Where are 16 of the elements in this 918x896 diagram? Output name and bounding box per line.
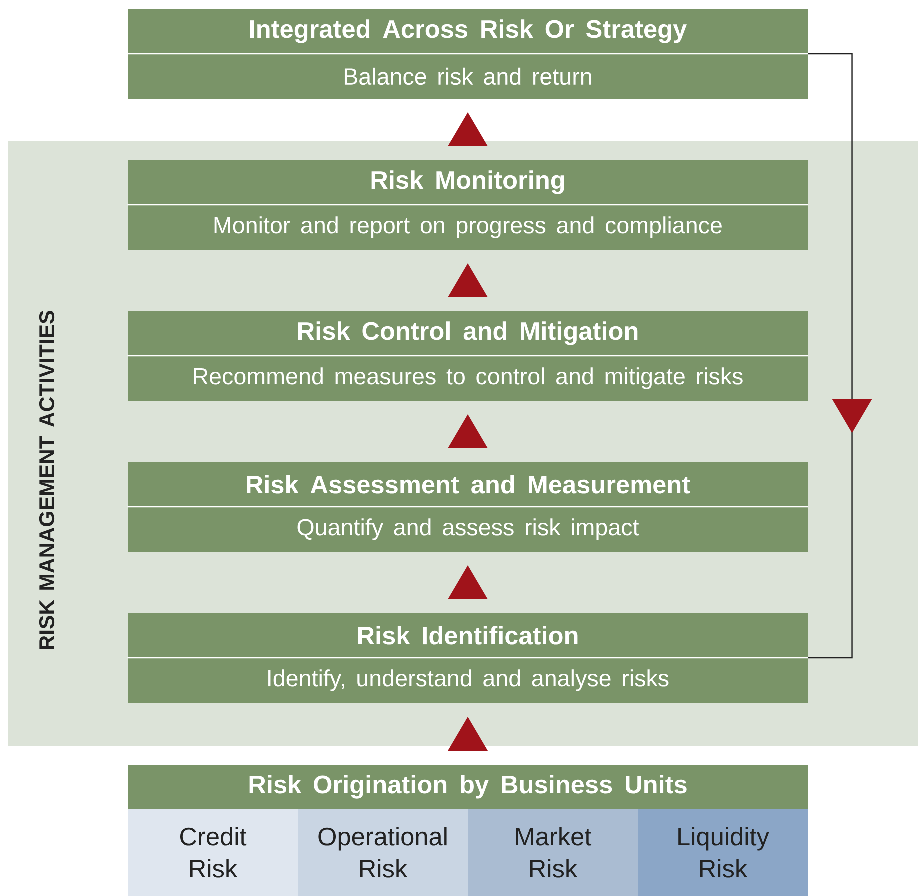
unit-panel: Risk Origination by Business Units — [128, 765, 808, 809]
arrow — [448, 566, 488, 600]
risk-cell: Credit Risk — [128, 809, 298, 896]
arrow — [448, 112, 488, 146]
risk-cell: Liquidity Risk — [638, 809, 808, 896]
arrow — [448, 414, 488, 448]
arrow — [448, 717, 488, 751]
process-box: Integrated Across Risk Or Strategy Balance risk and return — [128, 9, 808, 99]
process-box: Risk Identification Identify, understand and analyse risks — [128, 613, 808, 703]
process-box: Risk Monitoring Monitor and report on progress and compliance — [128, 160, 808, 250]
arrow — [448, 264, 488, 298]
process-box: Risk Control and Mitigation Recommend measures to control and mitigate risks — [128, 311, 808, 401]
process-box: Risk Assessment and Measurement Quantify and assess risk impact — [128, 462, 808, 552]
risk-cell: Market Risk — [468, 809, 638, 896]
risk-cell: Operational Risk — [298, 809, 468, 896]
arrow — [808, 53, 872, 659]
